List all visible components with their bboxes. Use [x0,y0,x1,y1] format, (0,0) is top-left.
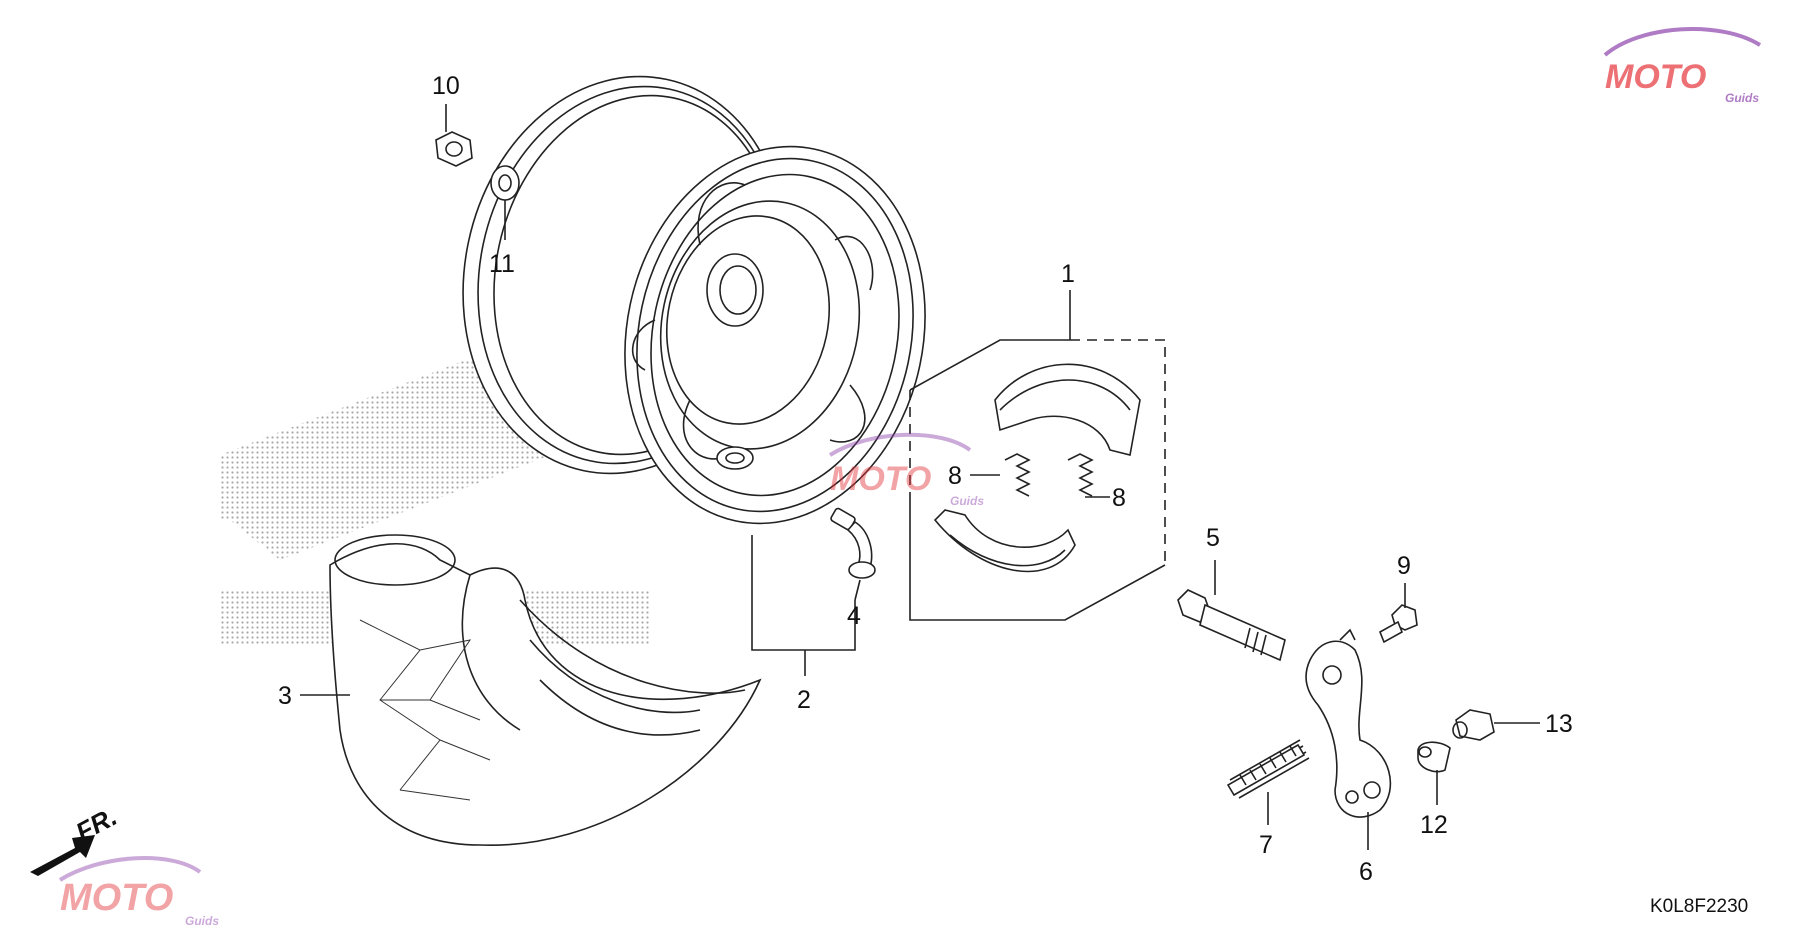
return-spring [1226,739,1310,799]
callout-7: 7 [1259,831,1273,859]
watermark-center-sub: Guids [950,494,984,508]
watermark-sub: Guids [1725,91,1759,105]
cap-nut [1452,709,1495,741]
tire [329,534,762,846]
callout-labels: 1 2 3 4 5 6 7 8 8 9 10 11 12 13 [278,72,1573,886]
valve-stem [830,507,876,579]
watermark-bl-sub: Guids [185,914,219,928]
watermark-center: MOTO Guids [828,432,984,508]
callout-3: 3 [278,682,292,710]
callout-5: 5 [1206,524,1220,552]
watermark-bl-brand: MOTO [60,877,173,919]
callout-2: 2 [797,686,811,714]
axle-nut [435,131,473,167]
watermark-top-right: MOTO Guids [1603,26,1762,105]
flange-bolt [1378,604,1418,644]
callout-1: 1 [1061,260,1075,288]
callout-10: 10 [432,72,460,100]
front-direction-marker: FR. [30,801,122,876]
rear-wheel-rim [462,75,926,525]
pin [1417,741,1451,773]
callout-6: 6 [1359,858,1373,886]
watermark-bottom-left: MOTO Guids [58,856,219,928]
watermark-center-brand: MOTO [830,460,931,498]
leader-lines [300,104,1540,850]
drawing-code: K0L8F2230 [1650,896,1748,917]
callout-9: 9 [1397,552,1411,580]
brake-shoe-set [909,339,1166,621]
brake-cam [1177,589,1286,662]
brake-arm [1305,628,1392,818]
callout-12: 12 [1420,811,1448,839]
callout-4: 4 [847,602,861,630]
callout-8-right: 8 [1112,484,1126,512]
callout-13: 13 [1545,710,1573,738]
callout-8-left: 8 [948,462,962,490]
watermark-brand: MOTO [1605,58,1706,96]
callout-11: 11 [489,250,515,278]
washer [490,165,520,201]
